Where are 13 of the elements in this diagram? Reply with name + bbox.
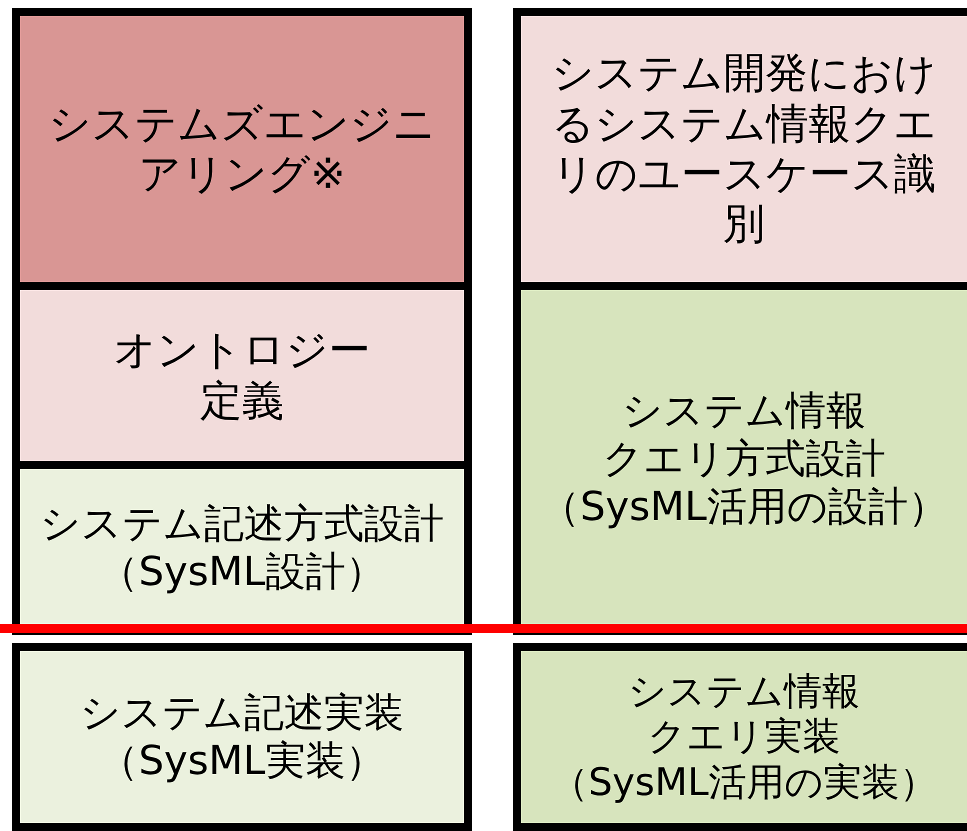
box-label: オントロジー定義 — [112, 325, 372, 426]
process-box — [12, 643, 472, 831]
box-label: システムズエンジニアリング※ — [48, 98, 436, 200]
box-label: （SysML活用の設計） — [540, 482, 948, 530]
box-label: （SysML活用の実装） — [550, 760, 938, 806]
box-label: （SysML設計） — [98, 548, 386, 596]
box-label: システム情報クエリ実装 — [627, 668, 861, 760]
box-label: システム情報クエリ方式設計 — [602, 386, 886, 482]
process-box — [513, 643, 967, 831]
box-label: システム開発におけるシステム情報クエリのユースケース識別 — [550, 48, 938, 250]
box-label: システム記述実装 — [80, 689, 404, 737]
box-label: システム記述方式設計 — [40, 500, 444, 548]
box-label: （SysML実装） — [98, 737, 386, 785]
